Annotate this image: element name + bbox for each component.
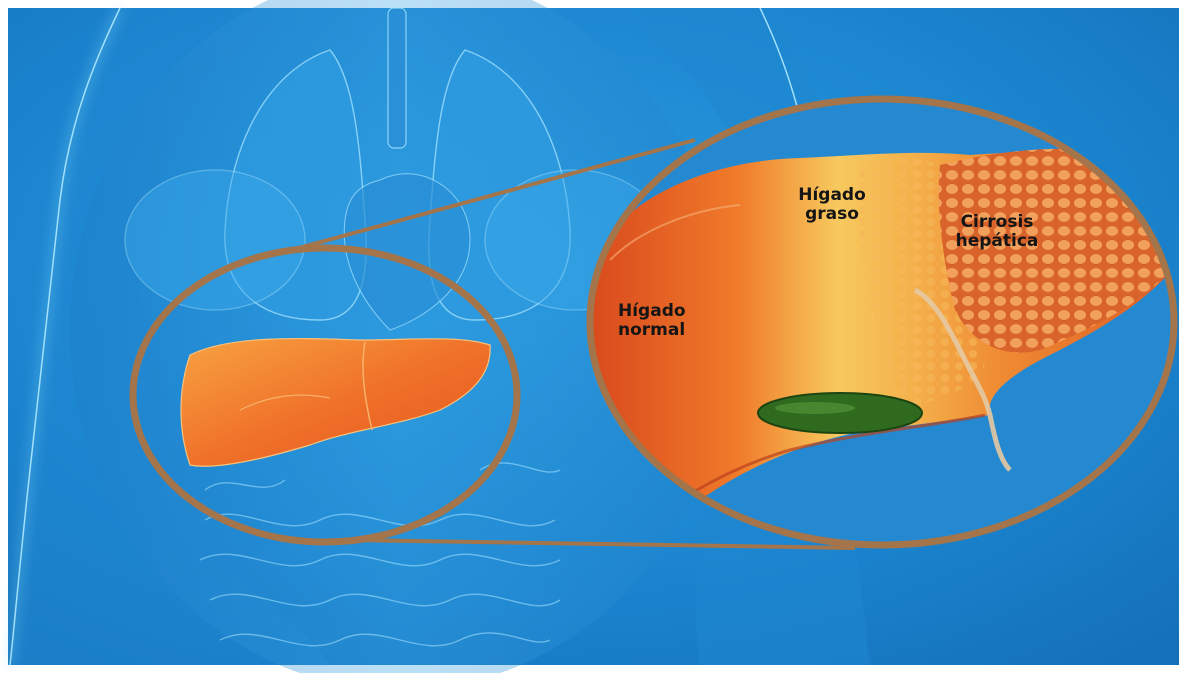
label-fatty-liver: Hígado graso xyxy=(772,186,892,224)
label-cirrhosis: Cirrosis hepática xyxy=(937,213,1057,251)
label-normal-liver: Hígado normal xyxy=(618,302,738,340)
label-fatty-line2: graso xyxy=(772,205,892,224)
label-cirrhosis-line2: hepática xyxy=(937,232,1057,251)
label-cirrhosis-line1: Cirrosis xyxy=(937,213,1057,232)
label-normal-line2: normal xyxy=(618,321,738,340)
label-normal-line1: Hígado xyxy=(618,302,738,321)
label-fatty-line1: Hígado xyxy=(772,186,892,205)
gallbladder xyxy=(758,393,922,433)
